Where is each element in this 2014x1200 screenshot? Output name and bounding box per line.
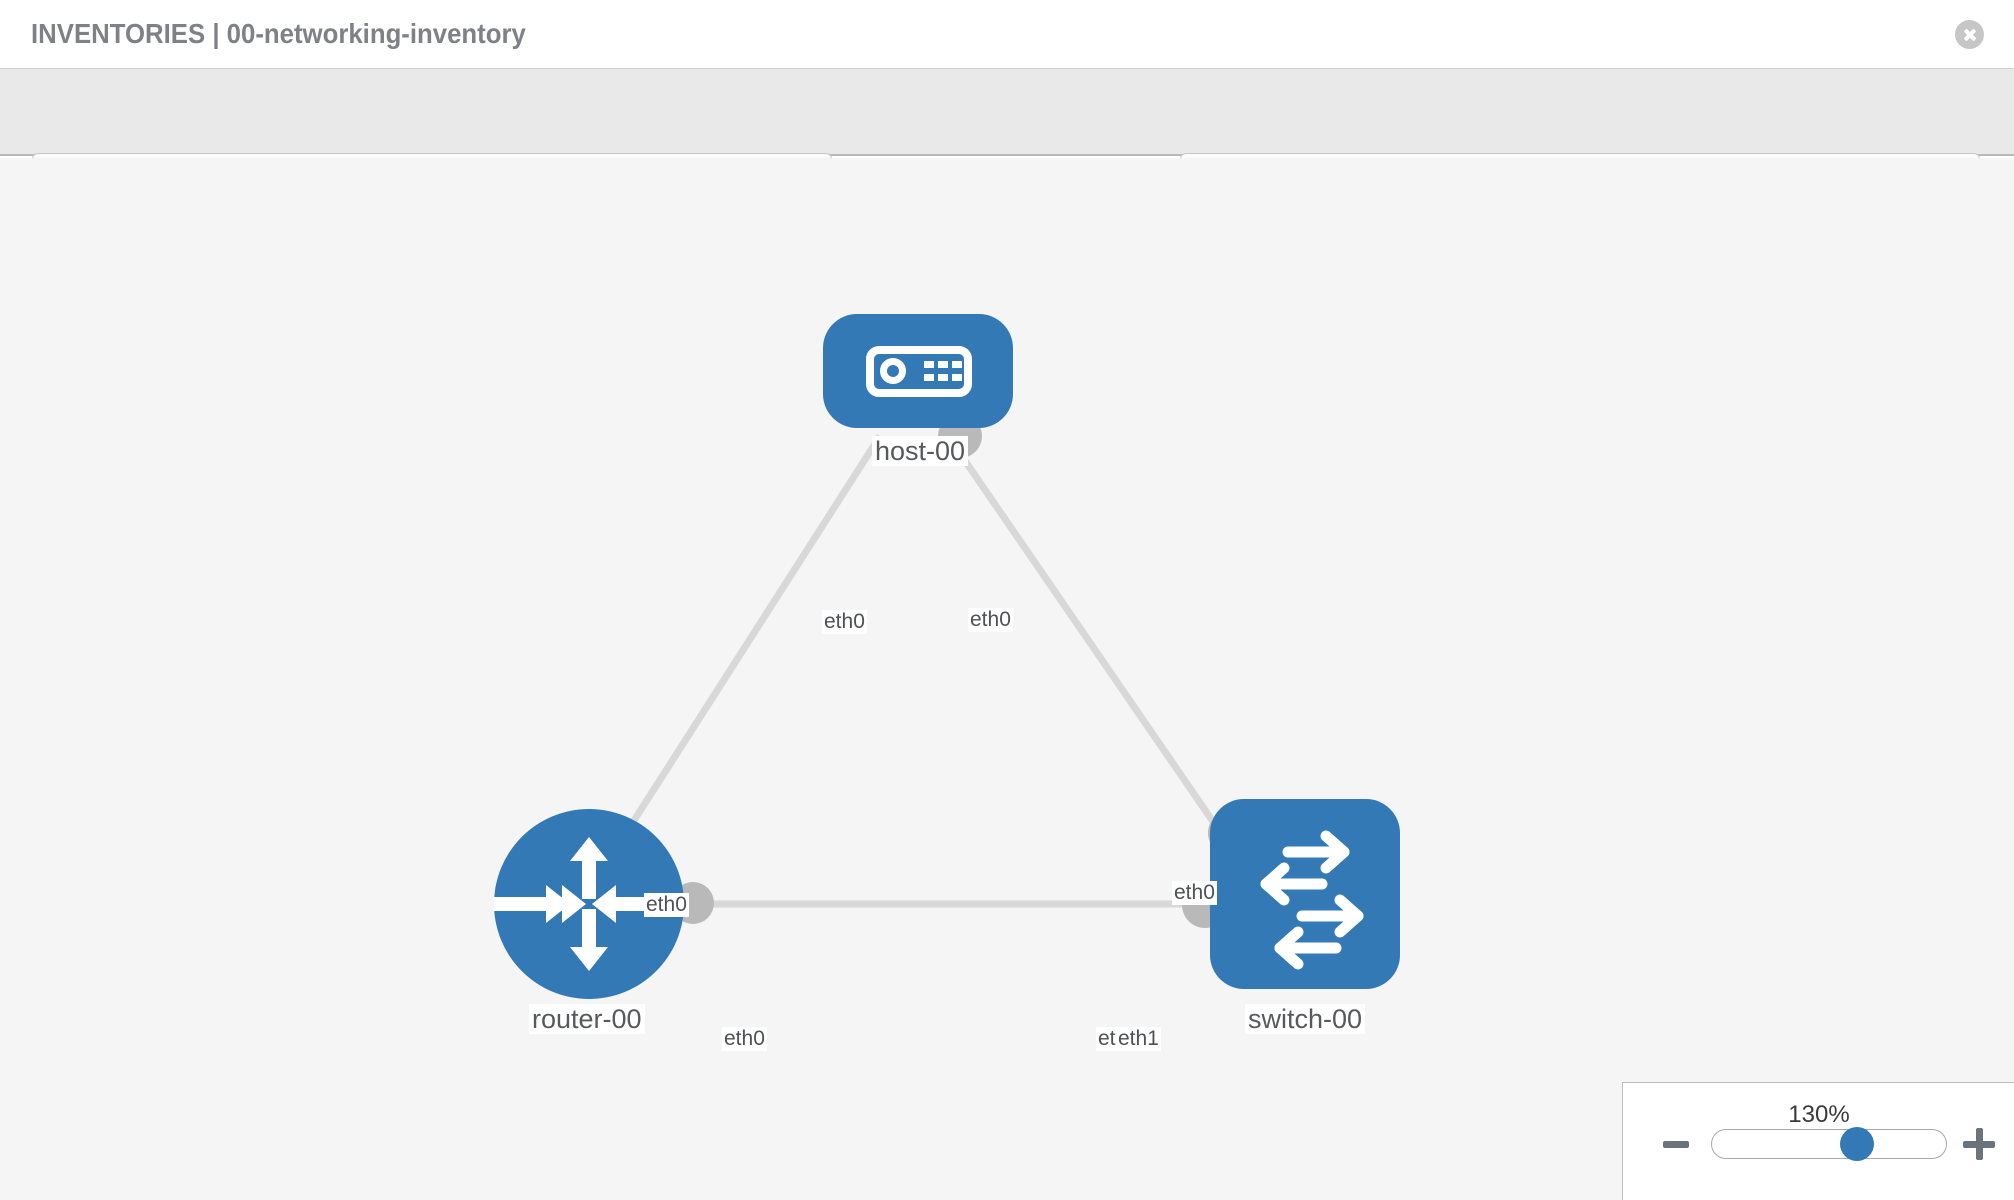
router-arrows-icon [494, 837, 658, 971]
page-title: INVENTORIES | 00-networking-inventory [31, 18, 526, 49]
zoom-out-button[interactable] [1663, 1141, 1689, 1148]
node-label-switch-00: switch-00 [1245, 1004, 1366, 1034]
port-label-switch00-eth1-left: eth1 [1116, 1027, 1161, 1051]
link-host00-router00[interactable] [607, 434, 883, 860]
port-label-host00-eth0-right: eth0 [968, 608, 1013, 632]
toolbar: ACTIONS SEARCH [0, 68, 2014, 209]
topology-canvas[interactable]: eth0 eth0 host-00 [0, 158, 2014, 1200]
server-icon [866, 346, 972, 397]
zoom-in-button[interactable] [1963, 1128, 1995, 1160]
page-header: INVENTORIES | 00-networking-inventory [0, 0, 2014, 68]
port-label-host00-eth0-left: eth0 [822, 610, 867, 634]
node-host-00-shape[interactable] [823, 314, 1013, 428]
port-label-switch00-eth0-up: eth0 [1172, 881, 1217, 905]
zoom-control-panel: 130% [1622, 1082, 2014, 1200]
link-host00-switch00[interactable] [945, 434, 1241, 860]
port-label-router00-eth0-right: eth0 [722, 1027, 767, 1051]
switch-arrows-icon [1260, 830, 1364, 970]
close-icon[interactable] [1955, 20, 1984, 49]
node-label-router-00: router-00 [529, 1004, 645, 1034]
zoom-slider-thumb[interactable] [1840, 1127, 1875, 1161]
port-label-router00-eth0-up: eth0 [644, 893, 689, 917]
topology-links-layer [607, 434, 1241, 908]
zoom-slider[interactable] [1711, 1127, 1947, 1161]
node-label-host-00: host-00 [872, 436, 969, 466]
node-switch-00-shape[interactable] [1210, 799, 1400, 989]
zoom-level-value: 130% [1788, 1101, 1850, 1128]
